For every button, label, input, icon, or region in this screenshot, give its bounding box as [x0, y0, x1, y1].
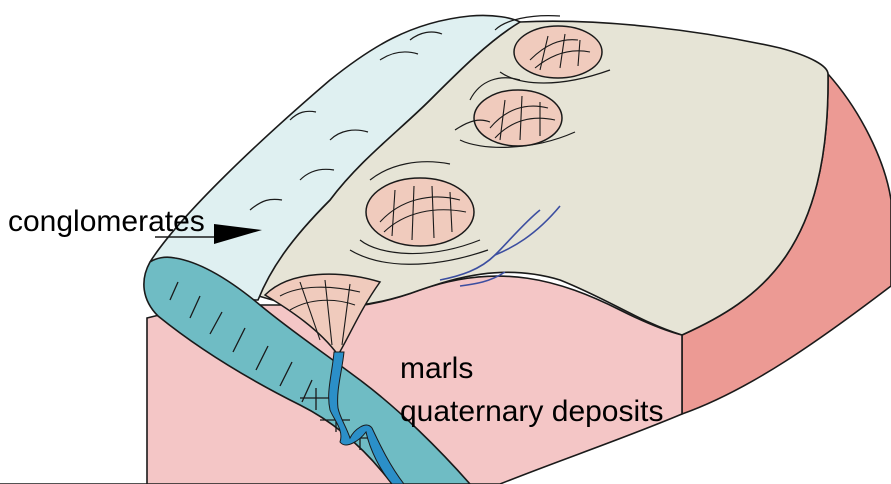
conglomerates-label: conglomerates	[8, 207, 205, 237]
marls-label: marls	[400, 354, 473, 384]
scar-middle	[474, 90, 562, 146]
quaternary-deposits-label: quaternary deposits	[400, 397, 664, 427]
